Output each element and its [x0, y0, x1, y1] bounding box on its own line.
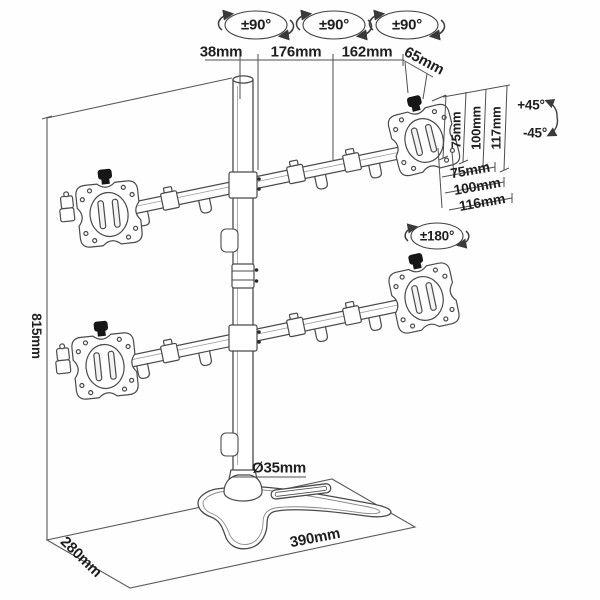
base-plate: [197, 483, 392, 550]
rotation-arrow-icon: [295, 9, 313, 31]
dim-pole-diameter-label: Ø35mm: [251, 459, 307, 477]
rotation-arrow-icon: [368, 9, 386, 31]
swivel-badge-label-1: ±90°: [240, 16, 272, 34]
dim-176mm-label: 176mm: [270, 43, 322, 61]
tilt-down-label: -45°: [522, 125, 548, 141]
pole: [220, 75, 261, 490]
dim-height-815-label: 815mm: [28, 313, 44, 359]
monitor-hook-bottom-left: [53, 342, 72, 375]
lower-crossbar: [103, 294, 421, 380]
upper-crossbar: [105, 142, 419, 228]
monitor-hook-top-left: [57, 190, 76, 223]
rotation-arrow-icon: [456, 230, 470, 249]
dimension-lines: [205, 54, 513, 478]
dim-38mm-label: 38mm: [199, 43, 243, 61]
dim-162mm-label: 162mm: [341, 43, 393, 61]
tilt-arrow: [544, 99, 559, 137]
swivel-ellipse-1: [217, 9, 295, 41]
vesa-plate-top-left: [72, 165, 144, 249]
tilt-up-label: +45°: [517, 97, 545, 113]
rotation-arrow-icon: [217, 9, 235, 31]
rotation-arrow-icon: [277, 19, 295, 41]
vesa-vertical-75-label: 75mm: [448, 111, 464, 149]
swivel-ellipse-3: [368, 9, 446, 41]
swivel-badge-label-2: ±90°: [318, 16, 350, 34]
vesa-plate-bottom-right: [383, 246, 462, 336]
vesa-vertical-117-label: 117mm: [488, 106, 504, 150]
vesa-vertical-100-label: 100mm: [468, 106, 484, 150]
rotation-arrow-icon: [428, 19, 446, 41]
rotation-badges: [217, 9, 559, 250]
base-handle-slot: [270, 483, 332, 500]
rotate-ellipse: [404, 222, 470, 250]
swivel-badge-label-3: ±90°: [391, 16, 423, 34]
pole-foot: [223, 474, 263, 502]
rotation-arrow-icon: [404, 223, 418, 242]
vesa-plate-bottom-left: [68, 317, 140, 401]
rotate-180-label: ±180°: [419, 228, 455, 244]
